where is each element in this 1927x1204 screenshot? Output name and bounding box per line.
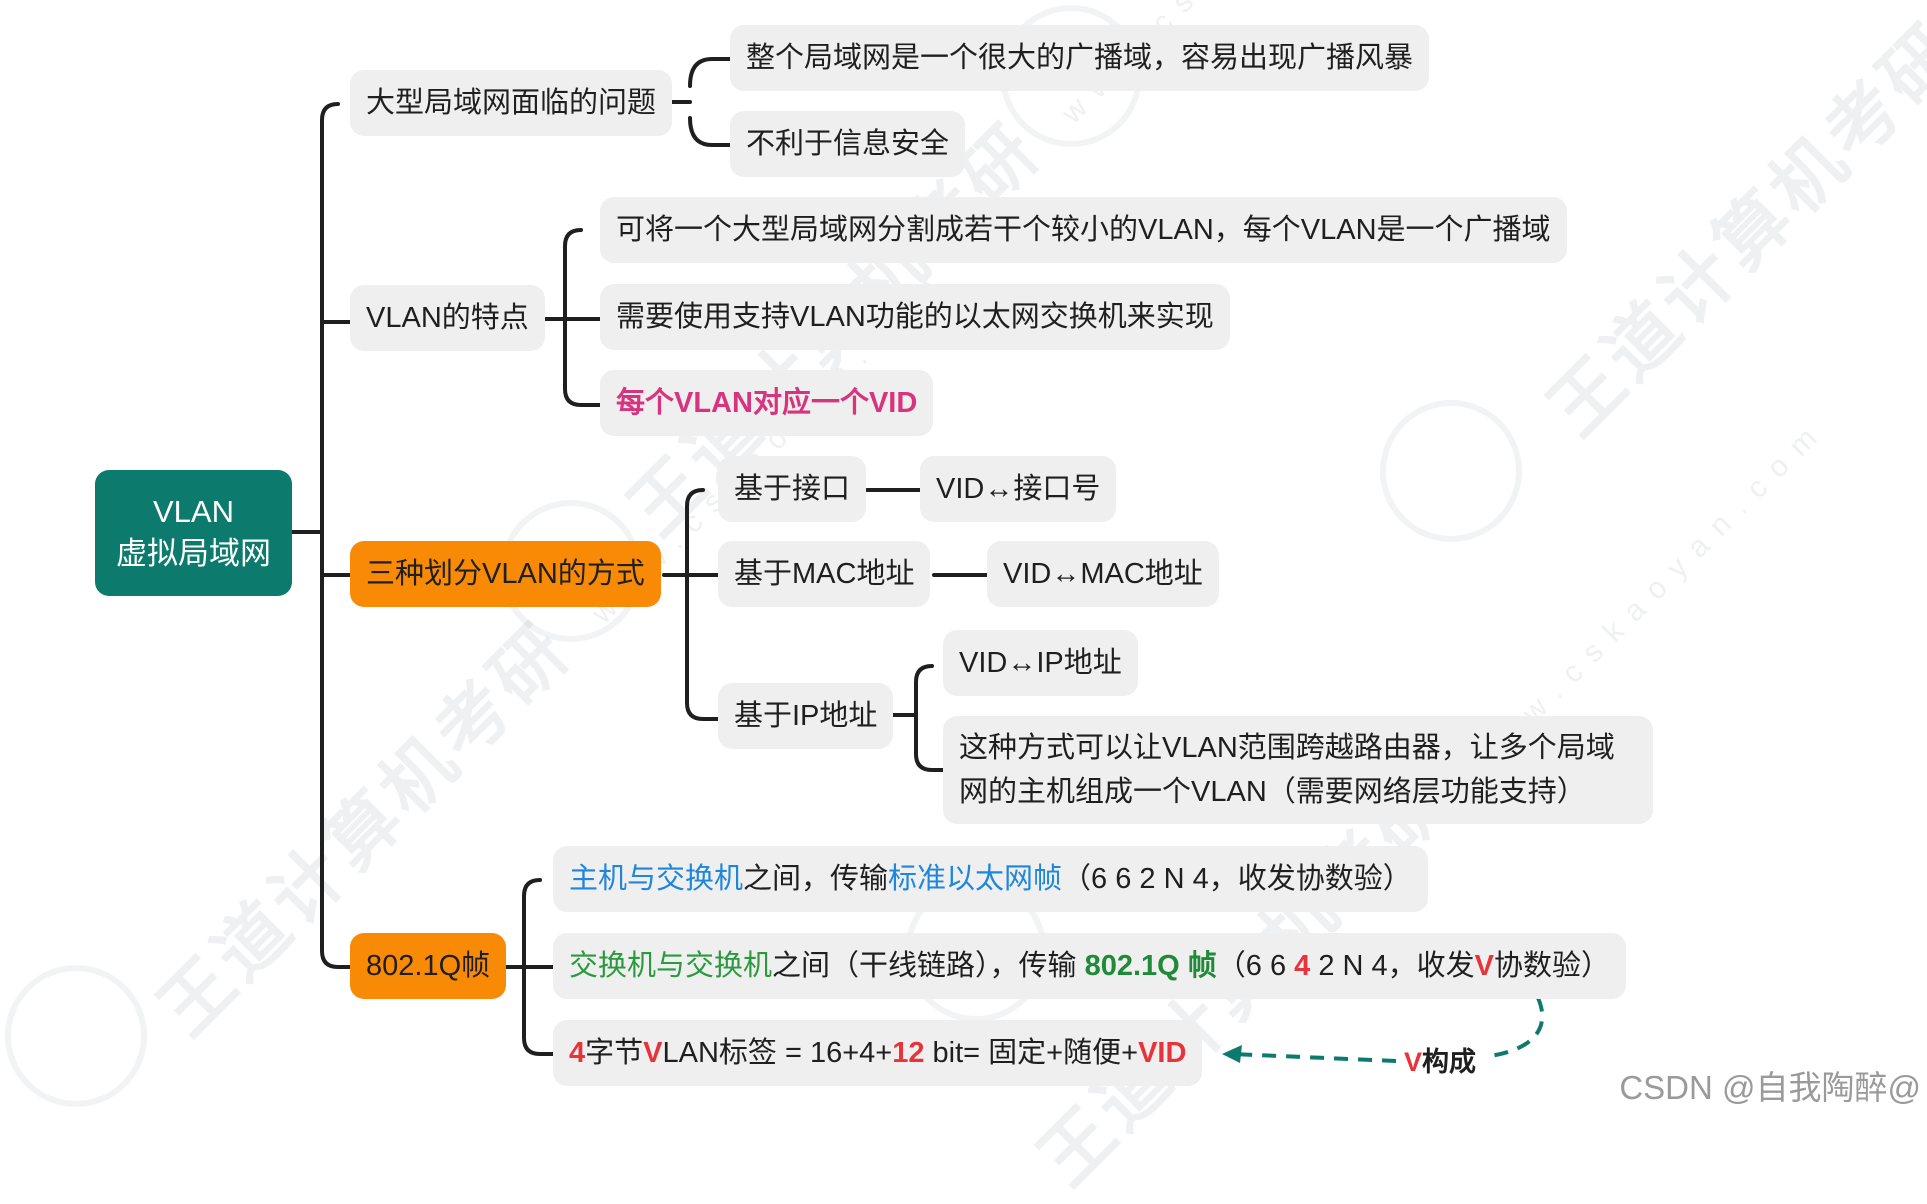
node-method-port-result[interactable]: VID↔接口号 [920, 456, 1117, 522]
node-frame-trunk[interactable]: 交换机与交换机之间（干线链路），传输 802.1Q 帧（6 6 4 2 N 4，… [553, 933, 1627, 999]
node-method-ip-note[interactable]: 这种方式可以让VLAN范围跨越路由器，让多个局域网的主机组成一个VLAN（需要网… [943, 716, 1653, 824]
arrow-head-icon [1222, 1045, 1242, 1063]
tree-connectors [290, 57, 989, 1056]
node-method-port[interactable]: 基于接口 [718, 456, 867, 522]
text-trunk-fields-2: 2 N 4，收发 [1310, 950, 1475, 982]
text-tag-12: 12 [892, 1037, 925, 1069]
root-subtitle: 虚拟局域网 [116, 536, 271, 571]
csdn-credit: CSDN @自我陶醉@ [1619, 1069, 1921, 1106]
node-problems-item-1[interactable]: 整个局域网是一个很大的广播域，容易出现广播风暴 [730, 25, 1430, 91]
node-features-item-2[interactable]: 需要使用支持VLAN功能的以太网交换机来实现 [600, 284, 1230, 350]
root-title: VLAN [153, 494, 234, 529]
text-8021q-frame: 802.1Q 帧 [1084, 950, 1217, 982]
v-annotation-arrow [1231, 997, 1545, 1063]
text-trunk-fields-3: 协数验） [1494, 950, 1611, 982]
text-tag-4: 4 [569, 1037, 586, 1069]
text-host-switch: 主机与交换机 [569, 863, 744, 895]
text-tag-bits: bit= 固定+随便+ [924, 1037, 1139, 1069]
node-frame[interactable]: 802.1Q帧 [350, 933, 507, 999]
text-trunk-mid: 之间（干线链路），传输 [772, 950, 1085, 982]
node-features[interactable]: VLAN的特点 [350, 285, 545, 351]
node-problems[interactable]: 大型局域网面临的问题 [350, 70, 673, 136]
text-tag-bytes: 字节 [585, 1037, 644, 1069]
v-annotation-label: V构成 [1404, 1047, 1477, 1077]
text-tag-v: V [643, 1037, 663, 1069]
node-method-ip[interactable]: 基于IP地址 [718, 683, 894, 749]
text-trunk-v: V [1474, 950, 1494, 982]
text-trunk-4: 4 [1294, 950, 1311, 982]
node-method-mac[interactable]: 基于MAC地址 [718, 541, 931, 607]
node-method-mac-result[interactable]: VID↔MAC地址 [987, 541, 1219, 607]
text-trunk-fields-1: （6 6 [1216, 950, 1295, 982]
node-features-item-3[interactable]: 每个VLAN对应一个VID [600, 370, 934, 436]
node-features-item-1[interactable]: 可将一个大型局域网分割成若干个较小的VLAN，每个VLAN是一个广播域 [600, 197, 1567, 263]
connector-lines [290, 57, 1545, 1063]
text-host-fields: （6 6 2 N 4，收发协数验） [1062, 863, 1412, 895]
text-tag-vid: VID [1138, 1037, 1187, 1069]
text-standard-frame: 标准以太网帧 [888, 863, 1063, 895]
node-frame-host[interactable]: 主机与交换机之间，传输标准以太网帧（6 6 2 N 4，收发协数验） [553, 846, 1428, 912]
text-switch-switch: 交换机与交换机 [569, 950, 773, 982]
node-method-ip-result[interactable]: VID↔IP地址 [943, 630, 1138, 696]
root-node[interactable]: VLAN 虚拟局域网 [95, 470, 292, 596]
node-frame-tag[interactable]: 4字节VLAN标签 = 16+4+12 bit= 固定+随便+VID [553, 1020, 1203, 1086]
text-host-mid: 之间，传输 [743, 863, 889, 895]
text-tag-formula: LAN标签 = 16+4+ [662, 1037, 893, 1069]
node-methods[interactable]: 三种划分VLAN的方式 [350, 541, 661, 607]
node-problems-item-2[interactable]: 不利于信息安全 [730, 111, 966, 177]
